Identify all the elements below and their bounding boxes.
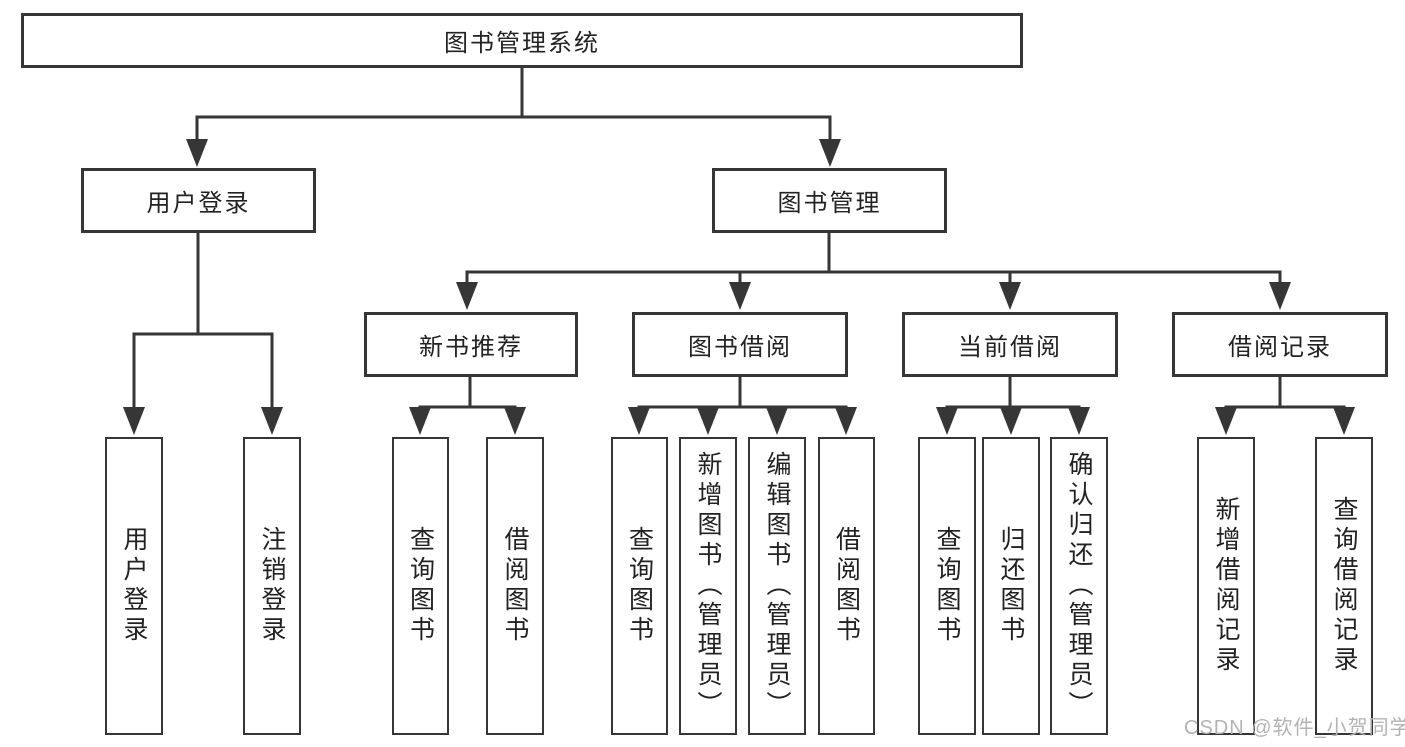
- leaf-query-borrow-record: 查询借阅记录: [1315, 437, 1373, 735]
- node-label: 归还图书: [997, 526, 1025, 646]
- leaf-query-books-3: 查询图书: [918, 437, 976, 735]
- leaf-query-books-1: 查询图书: [392, 437, 449, 735]
- leaf-query-books-2: 查询图书: [611, 437, 668, 735]
- node-borrow-records: 借阅记录: [1172, 312, 1388, 377]
- node-label: 借阅记录: [1228, 334, 1332, 361]
- node-label: 编辑图书（管理员）: [763, 451, 791, 721]
- node-label: 注销登录: [258, 526, 286, 646]
- csdn-watermark: CSDN @软件_小贺同学: [1184, 717, 1405, 739]
- leaf-return-book: 归还图书: [982, 437, 1040, 735]
- node-label: 用户登录: [146, 190, 251, 217]
- node-label: 借阅图书: [501, 526, 529, 646]
- node-label: 借阅图书: [832, 526, 861, 646]
- leaf-add-borrow-record: 新增借阅记录: [1197, 437, 1255, 735]
- node-new-book-recommend: 新书推荐: [364, 312, 578, 377]
- node-label: 图书管理系统: [444, 30, 600, 57]
- node-label: 查询借阅记录: [1330, 496, 1358, 676]
- node-book-management: 图书管理: [712, 168, 947, 233]
- node-label: 新书推荐: [419, 334, 523, 361]
- node-label: 图书管理: [777, 190, 882, 217]
- node-root-system: 图书管理系统: [21, 13, 1023, 68]
- node-user-login: 用户登录: [81, 168, 316, 233]
- node-label: 当前借阅: [958, 334, 1062, 361]
- leaf-add-book-admin: 新增图书（管理员）: [679, 437, 737, 735]
- node-label: 确认归还（管理员）: [1065, 451, 1093, 721]
- leaf-edit-book-admin: 编辑图书（管理员）: [748, 437, 806, 735]
- node-label: 新增借阅记录: [1212, 496, 1240, 676]
- leaf-user-login: 用户登录: [105, 437, 163, 735]
- leaf-logout: 注销登录: [243, 437, 301, 735]
- node-label: 用户登录: [120, 526, 148, 646]
- node-label: 新增图书（管理员）: [694, 451, 722, 721]
- leaf-borrow-book-2: 借阅图书: [818, 437, 875, 735]
- leaf-confirm-return-admin: 确认归还（管理员）: [1050, 437, 1108, 735]
- node-book-borrow: 图书借阅: [632, 312, 848, 377]
- node-label: 查询图书: [933, 526, 961, 646]
- node-label: 查询图书: [406, 526, 435, 646]
- node-current-borrow: 当前借阅: [902, 312, 1118, 377]
- node-label: 查询图书: [625, 526, 654, 646]
- leaf-borrow-book-1: 借阅图书: [486, 437, 544, 735]
- node-label: 图书借阅: [688, 334, 792, 361]
